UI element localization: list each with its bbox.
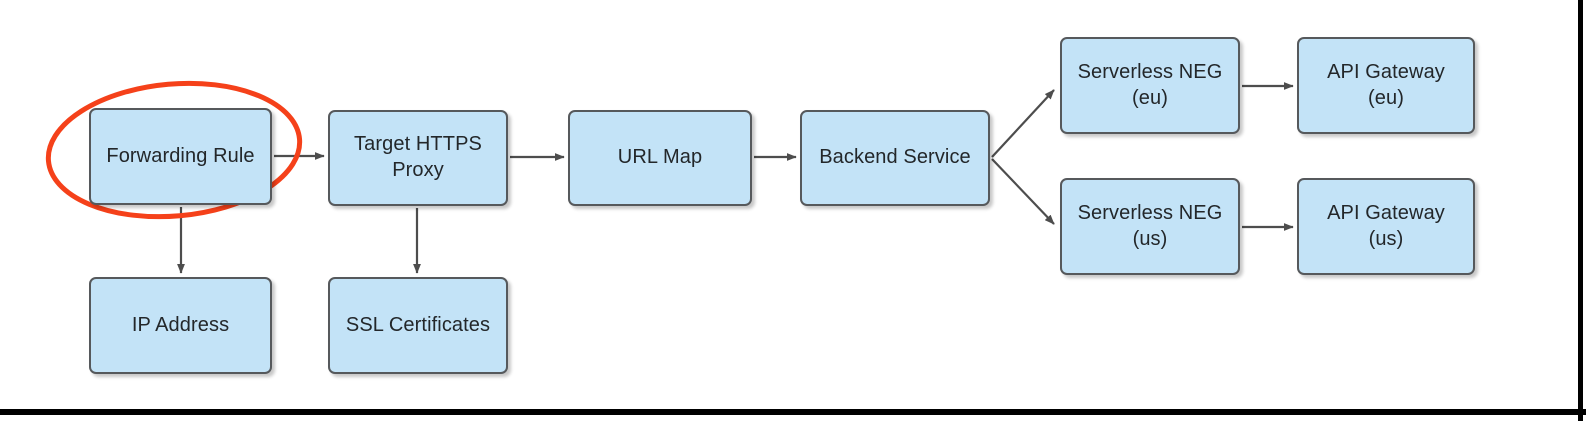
node-forwarding-rule[interactable]: Forwarding Rule [89,108,272,205]
node-api-gateway-eu[interactable]: API Gateway (eu) [1297,37,1475,134]
node-api-gateway-us[interactable]: API Gateway (us) [1297,178,1475,275]
node-url-map[interactable]: URL Map [568,110,752,206]
node-target-https-proxy[interactable]: Target HTTPS Proxy [328,110,508,206]
node-serverless-neg-us[interactable]: Serverless NEG (us) [1060,178,1240,275]
edge-backend-service-to-serverless-neg-us [991,158,1055,225]
node-ssl-certificates[interactable]: SSL Certificates [328,277,508,374]
frame-border-bottom [0,409,1586,415]
edge-backend-service-to-serverless-neg-eu [991,89,1055,158]
frame-border-right [1578,0,1583,421]
node-ip-address[interactable]: IP Address [89,277,272,374]
node-backend-service[interactable]: Backend Service [800,110,990,206]
node-serverless-neg-eu[interactable]: Serverless NEG (eu) [1060,37,1240,134]
